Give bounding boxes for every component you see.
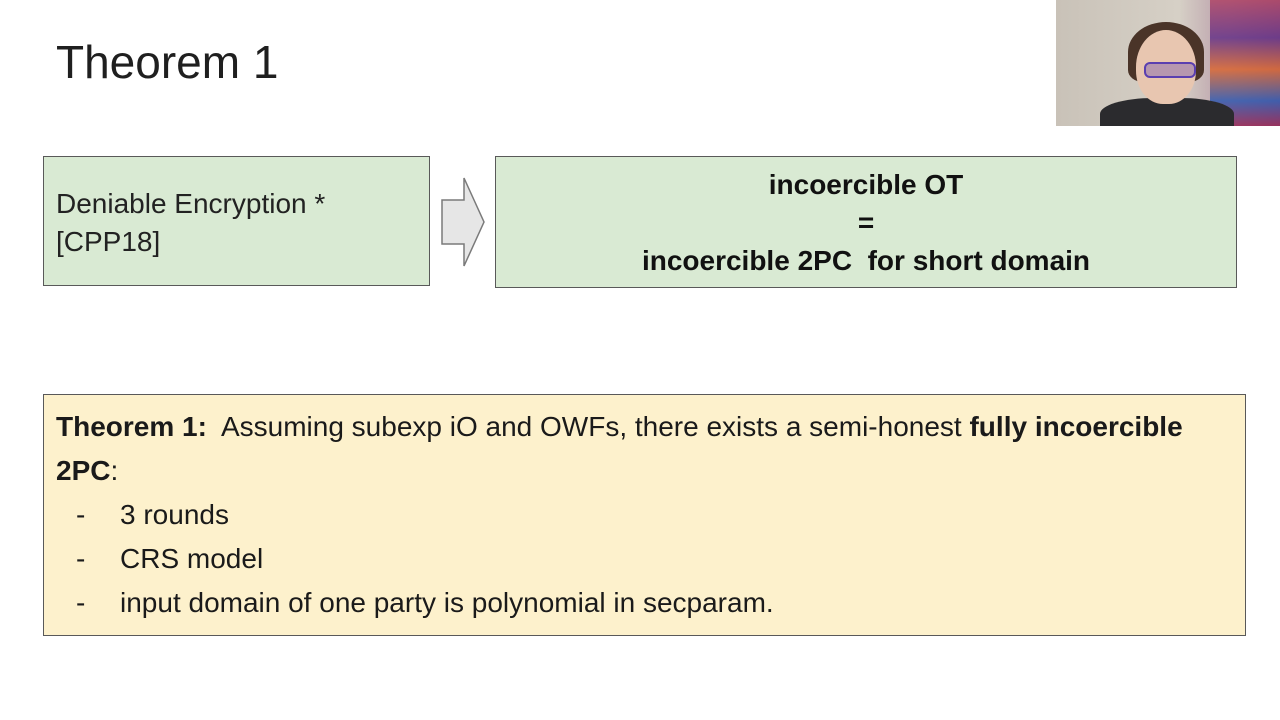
theorem-bullet-list: - 3 rounds - CRS model - input domain of… [56, 493, 1233, 625]
theorem-statement-box: Theorem 1: Assuming subexp iO and OWFs, … [43, 394, 1246, 636]
right-arrow-icon [441, 177, 485, 267]
slide-title: Theorem 1 [56, 36, 279, 88]
list-item: - input domain of one party is polynomia… [56, 581, 1233, 625]
bullet-dash: - [76, 543, 86, 574]
bullet-dash: - [76, 587, 86, 618]
list-item: - 3 rounds [56, 493, 1233, 537]
incoercible-2pc-label: incoercible 2PC for short domain [641, 245, 1091, 276]
bullet-text: 3 rounds [120, 499, 229, 530]
incoercible-ot-label: incoercible OT [768, 169, 964, 200]
equals-sign: = [857, 207, 875, 238]
bullet-text: input domain of one party is polynomial … [120, 587, 774, 618]
speaker-webcam-thumbnail [1056, 0, 1280, 126]
theorem-suffix: : [110, 455, 119, 486]
citation-label: [CPP18] [56, 226, 161, 257]
bullet-text: CRS model [120, 543, 264, 574]
deniable-encryption-box: Deniable Encryption * [CPP18] [43, 156, 430, 286]
theorem-emphasis: fully incoercible 2PC [56, 411, 1183, 486]
theorem-lead: Theorem 1: Assuming subexp iO and OWFs, … [56, 405, 1233, 493]
glasses-icon [1144, 62, 1196, 78]
deniable-encryption-label: Deniable Encryption * [56, 188, 326, 219]
theorem-statement: Assuming subexp iO and OWFs, there exist… [206, 411, 970, 442]
incoercible-ot-box: incoercible OT = incoercible 2PC for sho… [495, 156, 1237, 288]
bullet-dash: - [76, 499, 86, 530]
list-item: - CRS model [56, 537, 1233, 581]
theorem-label: Theorem 1: [56, 411, 207, 442]
